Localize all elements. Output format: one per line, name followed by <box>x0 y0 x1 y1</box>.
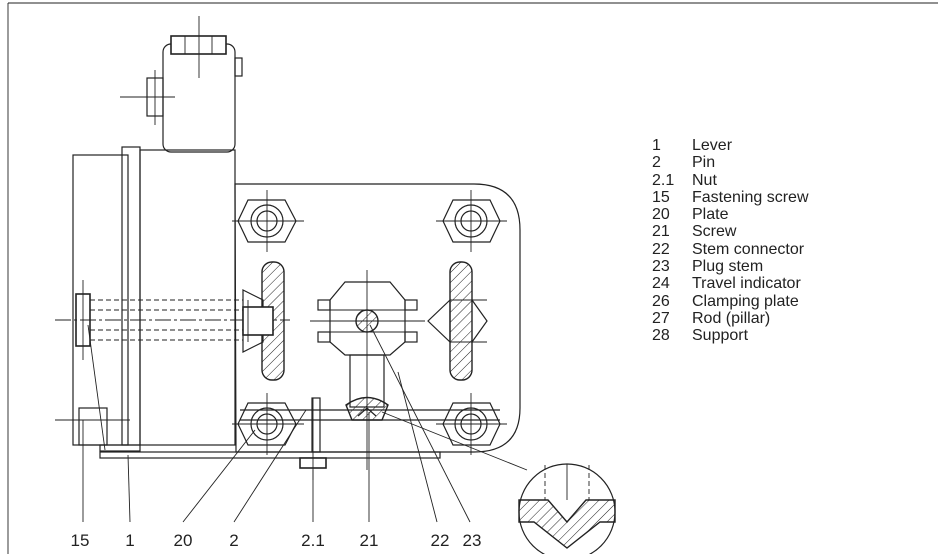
callout-23: 23 <box>463 531 482 550</box>
callout-20: 20 <box>174 531 193 550</box>
legend-label: Support <box>692 327 749 345</box>
legend-item: 1 Lever <box>652 137 809 154</box>
legend-number: 26 <box>652 292 670 310</box>
legend-number: 2.1 <box>652 171 675 189</box>
legend-label: Travel indicator <box>692 275 801 293</box>
positioner-housing <box>55 16 243 452</box>
legend-item: 21 Screw <box>652 223 809 240</box>
callout-22: 22 <box>431 531 450 550</box>
legend-item: 20 Plate <box>652 206 809 223</box>
legend-label: Lever <box>692 137 733 154</box>
legend-number: 27 <box>652 309 670 327</box>
legend-number: 22 <box>652 240 670 258</box>
callout-2: 2 <box>229 531 238 550</box>
hex-nut-top-left <box>232 190 304 252</box>
detail-view <box>518 463 616 559</box>
legend-item: 26 Clamping plate <box>652 293 809 310</box>
legend-label: Nut <box>692 171 717 189</box>
hex-nut-top-right <box>436 190 507 252</box>
legend-number: 15 <box>652 188 670 206</box>
rod-pillar-right <box>427 261 488 381</box>
legend-label: Plate <box>692 206 729 224</box>
callout-labels: 15 1 20 2 2.1 21 22 23 <box>71 531 482 550</box>
legend-item: 2 Pin <box>652 154 809 171</box>
legend-number: 1 <box>652 137 661 154</box>
legend-number: 20 <box>652 206 670 224</box>
legend-label: Plug stem <box>692 258 764 276</box>
legend-item: 24 Travel indicator <box>652 275 809 292</box>
legend-label: Rod (pillar) <box>692 309 771 327</box>
legend-number: 24 <box>652 275 670 293</box>
callout-21: 21 <box>360 531 379 550</box>
legend-number: 23 <box>652 258 670 276</box>
legend-item: 22 Stem connector <box>652 241 809 258</box>
legend-item: 15 Fastening screw <box>652 189 809 206</box>
hex-nut-bottom-right <box>436 393 507 455</box>
plug-stem-23 <box>345 354 389 421</box>
hex-nut-bottom-left <box>232 393 304 455</box>
mounting-plate <box>234 183 521 453</box>
callout-15: 15 <box>71 531 90 550</box>
lever-1 <box>99 397 500 480</box>
leader-lines <box>82 324 528 523</box>
legend-label: Clamping plate <box>692 292 799 310</box>
legend-item: 23 Plug stem <box>652 258 809 275</box>
legend-label: Fastening screw <box>692 188 809 206</box>
legend-number: 2 <box>652 154 661 172</box>
callout-1: 1 <box>125 531 134 550</box>
rod-pillar-left <box>242 261 285 381</box>
callout-2-1: 2.1 <box>301 531 325 550</box>
legend-item: 28 Support <box>652 327 809 344</box>
legend-label: Pin <box>692 154 716 172</box>
legend-number: 21 <box>652 223 670 241</box>
legend-label: Stem connector <box>692 240 805 258</box>
legend-label: Screw <box>692 223 737 241</box>
stem-connector-22 <box>310 270 425 470</box>
legend-number: 28 <box>652 327 670 345</box>
legend-item: 27 Rod (pillar) <box>652 310 809 327</box>
legend-item: 2.1 Nut <box>652 172 809 189</box>
frame-border <box>7 2 938 554</box>
